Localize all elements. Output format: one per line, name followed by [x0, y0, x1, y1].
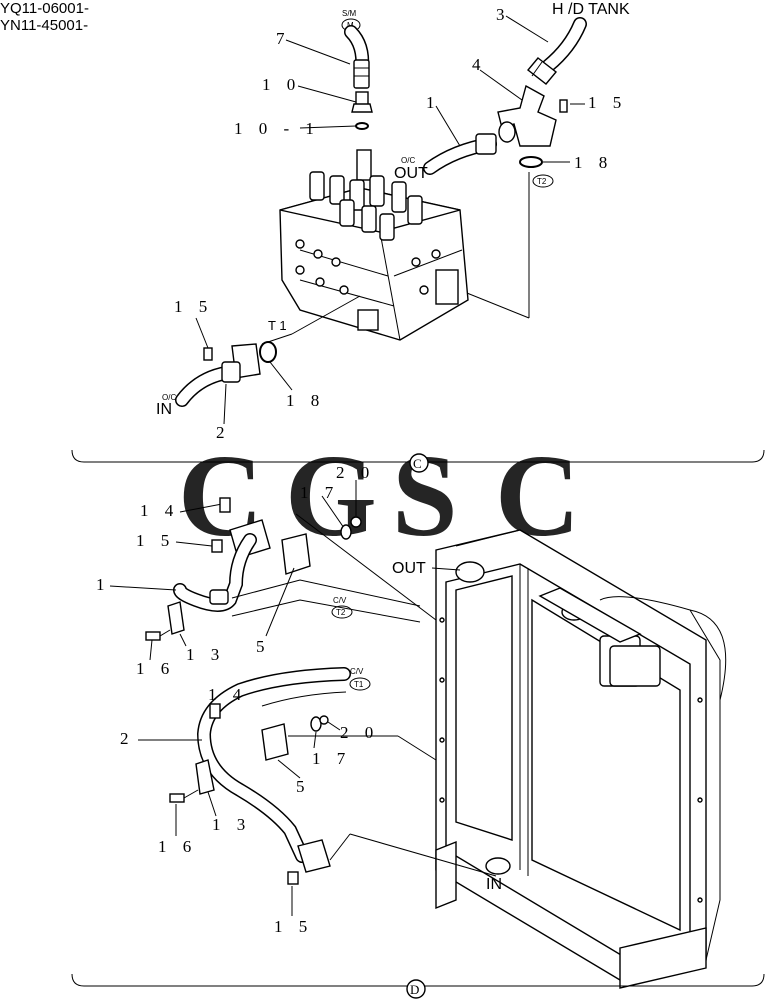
bracket-5-b	[261, 723, 289, 761]
bolt-14-a	[219, 497, 231, 513]
callout-14-b: 1 4	[208, 685, 247, 704]
flange-2-bottom	[297, 839, 331, 873]
hose-3-fitting	[526, 57, 558, 85]
o-ring-18-top	[519, 156, 543, 168]
callout-1-bottom: 1	[96, 575, 111, 594]
spacer-17-a	[340, 524, 352, 540]
callout-18-top: 1 8	[574, 153, 613, 172]
cv-t2-top: C/V	[333, 596, 347, 605]
t2-tag: T2	[537, 177, 547, 186]
label-in-bottom: IN	[486, 876, 502, 893]
callout-20-a: 2 0	[336, 463, 375, 482]
label-out-bottom: OUT	[392, 560, 426, 577]
callout-2-top: 2	[216, 423, 231, 442]
callout-13-a: 1 3	[186, 645, 225, 664]
control-valve	[279, 149, 469, 341]
callout-15-top: 1 5	[588, 93, 627, 112]
bolt-14-b	[209, 703, 221, 719]
cv-t2-bottom: T2	[336, 608, 346, 617]
t2-tag-ring	[532, 174, 554, 188]
callout-16-b: 1 6	[158, 837, 197, 856]
radiator-oil-cooler	[435, 529, 727, 989]
nut-20-a	[350, 516, 362, 528]
o-ring-18-bottom	[259, 341, 277, 363]
callout-15-left: 1 5	[174, 297, 213, 316]
callout-16-a: 1 6	[136, 659, 175, 678]
watermark-letter-3: S	[392, 430, 458, 561]
section-d-marker: D	[410, 982, 419, 997]
label-in-top: IN	[156, 401, 172, 418]
clamp-13-a	[167, 601, 185, 635]
cv-t1-ring	[349, 677, 371, 691]
callout-3: 3	[496, 5, 511, 24]
hose-7-fitting	[353, 59, 370, 89]
o-ring-10-1	[355, 122, 369, 130]
section-d-marker-ring	[406, 979, 426, 999]
section-c-marker-ring	[409, 453, 429, 473]
bolt-15-left	[203, 347, 213, 361]
callout-20-b: 2 0	[340, 723, 379, 742]
serial-range-1: YQ11-06001-	[0, 0, 89, 17]
cv-t1-bottom: T1	[354, 680, 364, 689]
callout-7: 7	[276, 29, 291, 48]
bolt-15-a	[211, 539, 223, 553]
elbow-4	[497, 84, 557, 147]
callout-18-bottom: 1 8	[286, 391, 325, 410]
callout-15-b: 1 5	[274, 917, 313, 936]
out-tag: O/C	[401, 156, 415, 165]
watermark: C G S C	[178, 430, 580, 561]
bolt-16-a	[145, 631, 161, 641]
bolt-16-b	[169, 793, 185, 803]
section-c: S/M M 7 1 0 1 0 - 1 H /D TANK 3	[71, 1, 765, 473]
bolt-15-top	[559, 99, 568, 113]
callout-14-a: 1 4	[140, 501, 179, 520]
callout-17-b: 1 7	[312, 749, 351, 768]
cv-t2-ring	[331, 605, 353, 619]
cv-t1-top: C/V	[350, 667, 364, 676]
bolt-15-b	[287, 871, 299, 885]
callout-5-b: 5	[296, 777, 311, 796]
in-tag: O/C	[162, 393, 176, 402]
spacer-17-b	[310, 716, 322, 732]
label-out-top: OUT	[394, 165, 428, 182]
callout-2-bottom: 2	[120, 729, 135, 748]
callout-10: 1 0	[262, 75, 301, 94]
section-c-marker: C	[413, 456, 422, 471]
t1-tag: T 1	[268, 318, 287, 333]
callout-5-a: 5	[256, 637, 271, 656]
serial-range-2: YN11-45001-	[0, 17, 89, 34]
sm-tag-top: S/M	[342, 9, 357, 18]
callout-4: 4	[472, 55, 487, 74]
callout-1-top: 1	[426, 93, 441, 112]
label-hd-tank: H /D TANK	[552, 1, 630, 18]
nut-20-b	[319, 715, 329, 725]
callout-17-a: 1 7	[300, 483, 339, 502]
section-d: OUT IN 1 4 1 5 1 1 3 1 6	[71, 463, 765, 999]
callout-10-1: 1 0 - 1	[234, 119, 320, 138]
clamp-13-b	[195, 759, 215, 795]
callout-13-b: 1 3	[212, 815, 251, 834]
callout-15-a: 1 5	[136, 531, 175, 550]
bracket-5-a	[281, 533, 311, 575]
